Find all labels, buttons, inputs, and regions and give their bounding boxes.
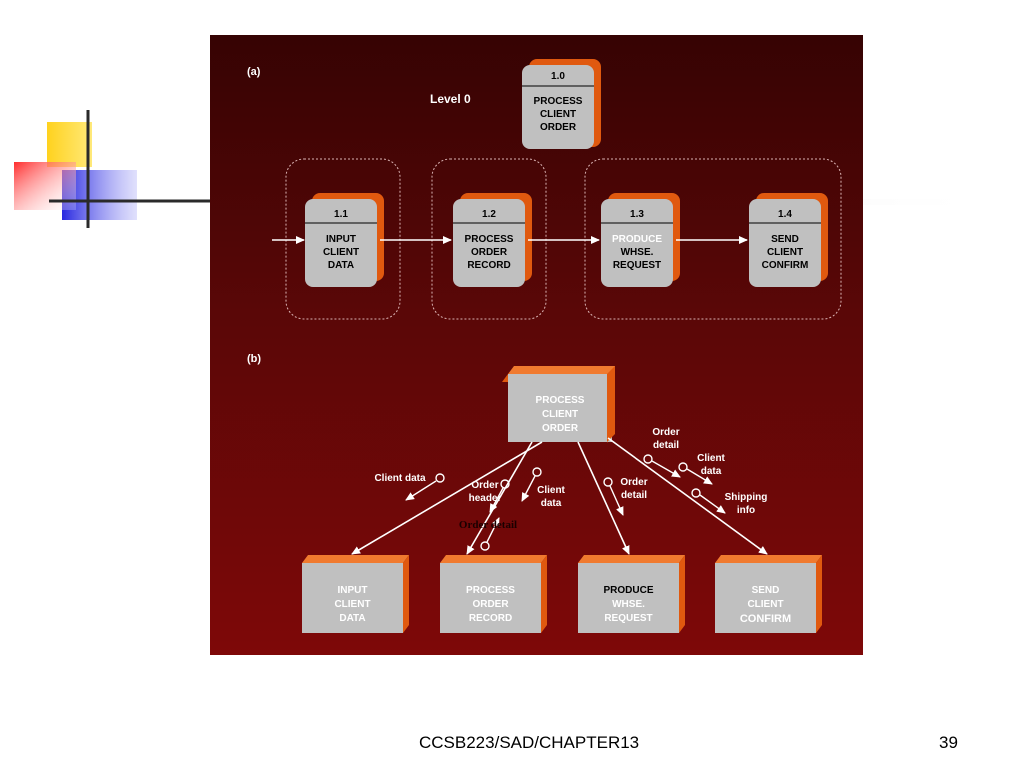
couple-client-data-1 [405, 473, 445, 501]
flow-label-order-detail-2: Order detail [652, 427, 680, 451]
couple-order-detail-1 [603, 477, 624, 516]
process-number-1-0: 1.0 [551, 71, 565, 82]
deco-yellow-square [47, 122, 92, 167]
flow-label-order-detail-1: Order detail [620, 477, 648, 501]
couple-client-data-3 [678, 462, 713, 485]
couple-order-detail-overlap [480, 517, 500, 551]
part-b-label: (b) [247, 353, 262, 365]
call-line-to-input [351, 441, 543, 555]
process-box-1-1 [305, 193, 384, 287]
couple-order-detail-2 [643, 454, 681, 478]
flow-label-order-detail-overlap: Order detail [458, 519, 518, 531]
couple-client-data-2 [521, 467, 542, 502]
process-text-1-1: INPUT CLIENT DATA [322, 234, 360, 271]
process-text-1-0: PROCESS CLIENT ORDER [533, 96, 583, 133]
group-outline-1-3-1-4 [584, 158, 842, 320]
flow-label-order-header: Order header [468, 480, 502, 504]
process-number-1-3: 1.3 [630, 209, 644, 220]
process-text-1-3-rest: WHSE. REQUEST [612, 247, 662, 271]
footer-course-label: CCSB223/SAD/CHAPTER13 [419, 733, 640, 752]
page-number: 39 [939, 733, 958, 752]
module-text-produce: PRODUCE [603, 585, 654, 596]
process-box-1-4 [749, 193, 828, 287]
module-text-process-client-order: PROCESS CLIENT ORDER [535, 395, 585, 434]
diagram-canvas [272, 59, 842, 633]
module-produce-whse-request [578, 555, 685, 633]
module-text-confirm: CONFIRM [739, 613, 792, 625]
level-label: Level 0 [430, 92, 471, 106]
flow-label-client-data-2: Client data [537, 485, 565, 509]
call-line-to-send [607, 437, 768, 555]
call-line-to-process-record [466, 441, 533, 555]
process-number-1-2: 1.2 [482, 209, 496, 220]
process-text-1-2: PROCESS ORDER RECORD [464, 234, 514, 271]
module-send-client-confirm [715, 555, 822, 633]
part-a-label: (a) [247, 66, 261, 78]
module-input-client-data [302, 555, 409, 633]
process-number-1-1: 1.1 [334, 209, 348, 220]
module-text-whse-request: WHSE. REQUEST [604, 599, 653, 624]
process-box-1-2 [453, 193, 532, 287]
deco-red-square [14, 162, 76, 210]
flow-label-shipping-info: Shipping info [724, 492, 768, 516]
couple-shipping-info [691, 488, 726, 514]
module-text-process-order-record: PROCESS ORDER RECORD [466, 585, 515, 624]
module-text-send-client: SEND CLIENT [747, 585, 784, 610]
flow-label-client-data-1: Client data [374, 473, 426, 484]
process-box-1-3 [601, 193, 680, 287]
diagram-panel: (a) Level 0 1.0 PROCESS CLIENT ORDER 1.1… [210, 35, 863, 655]
call-line-to-produce [577, 441, 630, 555]
process-number-1-4: 1.4 [778, 209, 792, 220]
flow-label-client-data-3: Client data [697, 453, 725, 477]
process-text-1-3-first-line: PRODUCE [611, 234, 662, 245]
process-box-1-0 [522, 59, 601, 149]
group-outline-1-1 [285, 158, 401, 320]
group-outline-1-2 [431, 158, 547, 320]
couple-order-header [489, 479, 510, 513]
module-process-client-order [502, 366, 615, 443]
module-text-input-client-data: INPUT CLIENT DATA [334, 585, 371, 624]
process-text-1-4: SEND CLIENT CONFIRM [761, 234, 809, 271]
module-process-order-record [440, 555, 547, 633]
